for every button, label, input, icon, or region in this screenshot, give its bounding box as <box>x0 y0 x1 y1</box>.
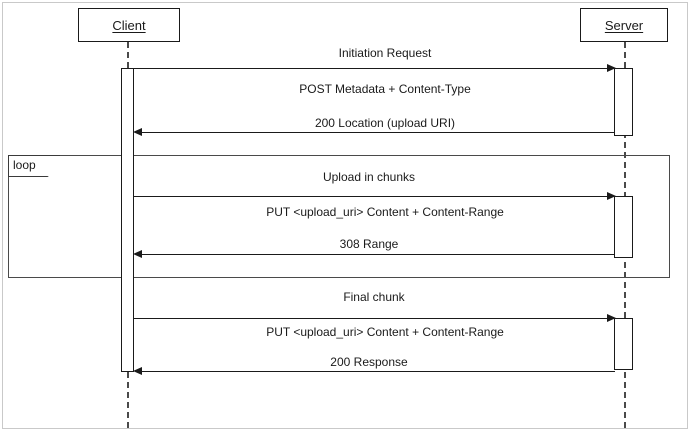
arrowhead-put-final-chunk <box>607 313 616 322</box>
message-label-post-metadata: POST Metadata + Content-Type <box>299 82 471 96</box>
arrowhead-200-location <box>133 127 142 136</box>
activation-client <box>121 68 134 372</box>
message-caption-final-chunk: Final chunk <box>343 290 405 304</box>
activation-server-final <box>614 318 633 370</box>
message-label-200-location: 200 Location (upload URI) <box>314 116 456 130</box>
loop-fragment-label: loop <box>13 158 36 172</box>
loop-fragment-frame <box>8 155 670 278</box>
arrowhead-200-response <box>133 366 142 375</box>
message-line-200-response <box>140 371 615 372</box>
activation-server-initiation <box>614 68 633 136</box>
arrowhead-308-range <box>133 249 142 258</box>
message-line-post-metadata <box>133 68 615 69</box>
arrowhead-put-chunk <box>607 191 616 200</box>
participant-server-label: Server <box>604 17 644 33</box>
message-label-put-chunk: PUT <upload_uri> Content + Content-Range <box>266 205 504 219</box>
participant-client[interactable]: Client <box>78 8 180 42</box>
message-line-308-range <box>140 254 615 255</box>
message-line-put-chunk <box>133 196 615 197</box>
message-caption-initiation-request: Initiation Request <box>338 46 432 60</box>
message-label-200-response: 200 Response <box>330 355 408 369</box>
participant-client-label: Client <box>112 17 146 33</box>
message-caption-upload-in-chunks: Upload in chunks <box>322 170 416 184</box>
message-label-put-final-chunk: PUT <upload_uri> Content + Content-Range <box>266 325 504 339</box>
participant-server[interactable]: Server <box>580 8 668 42</box>
loop-fragment-tab <box>8 155 60 177</box>
message-line-put-final-chunk <box>133 318 615 319</box>
message-line-200-location <box>140 132 615 133</box>
activation-server-chunk <box>614 196 633 258</box>
message-label-308-range: 308 Range <box>339 237 399 251</box>
arrowhead-post-metadata <box>607 63 616 72</box>
